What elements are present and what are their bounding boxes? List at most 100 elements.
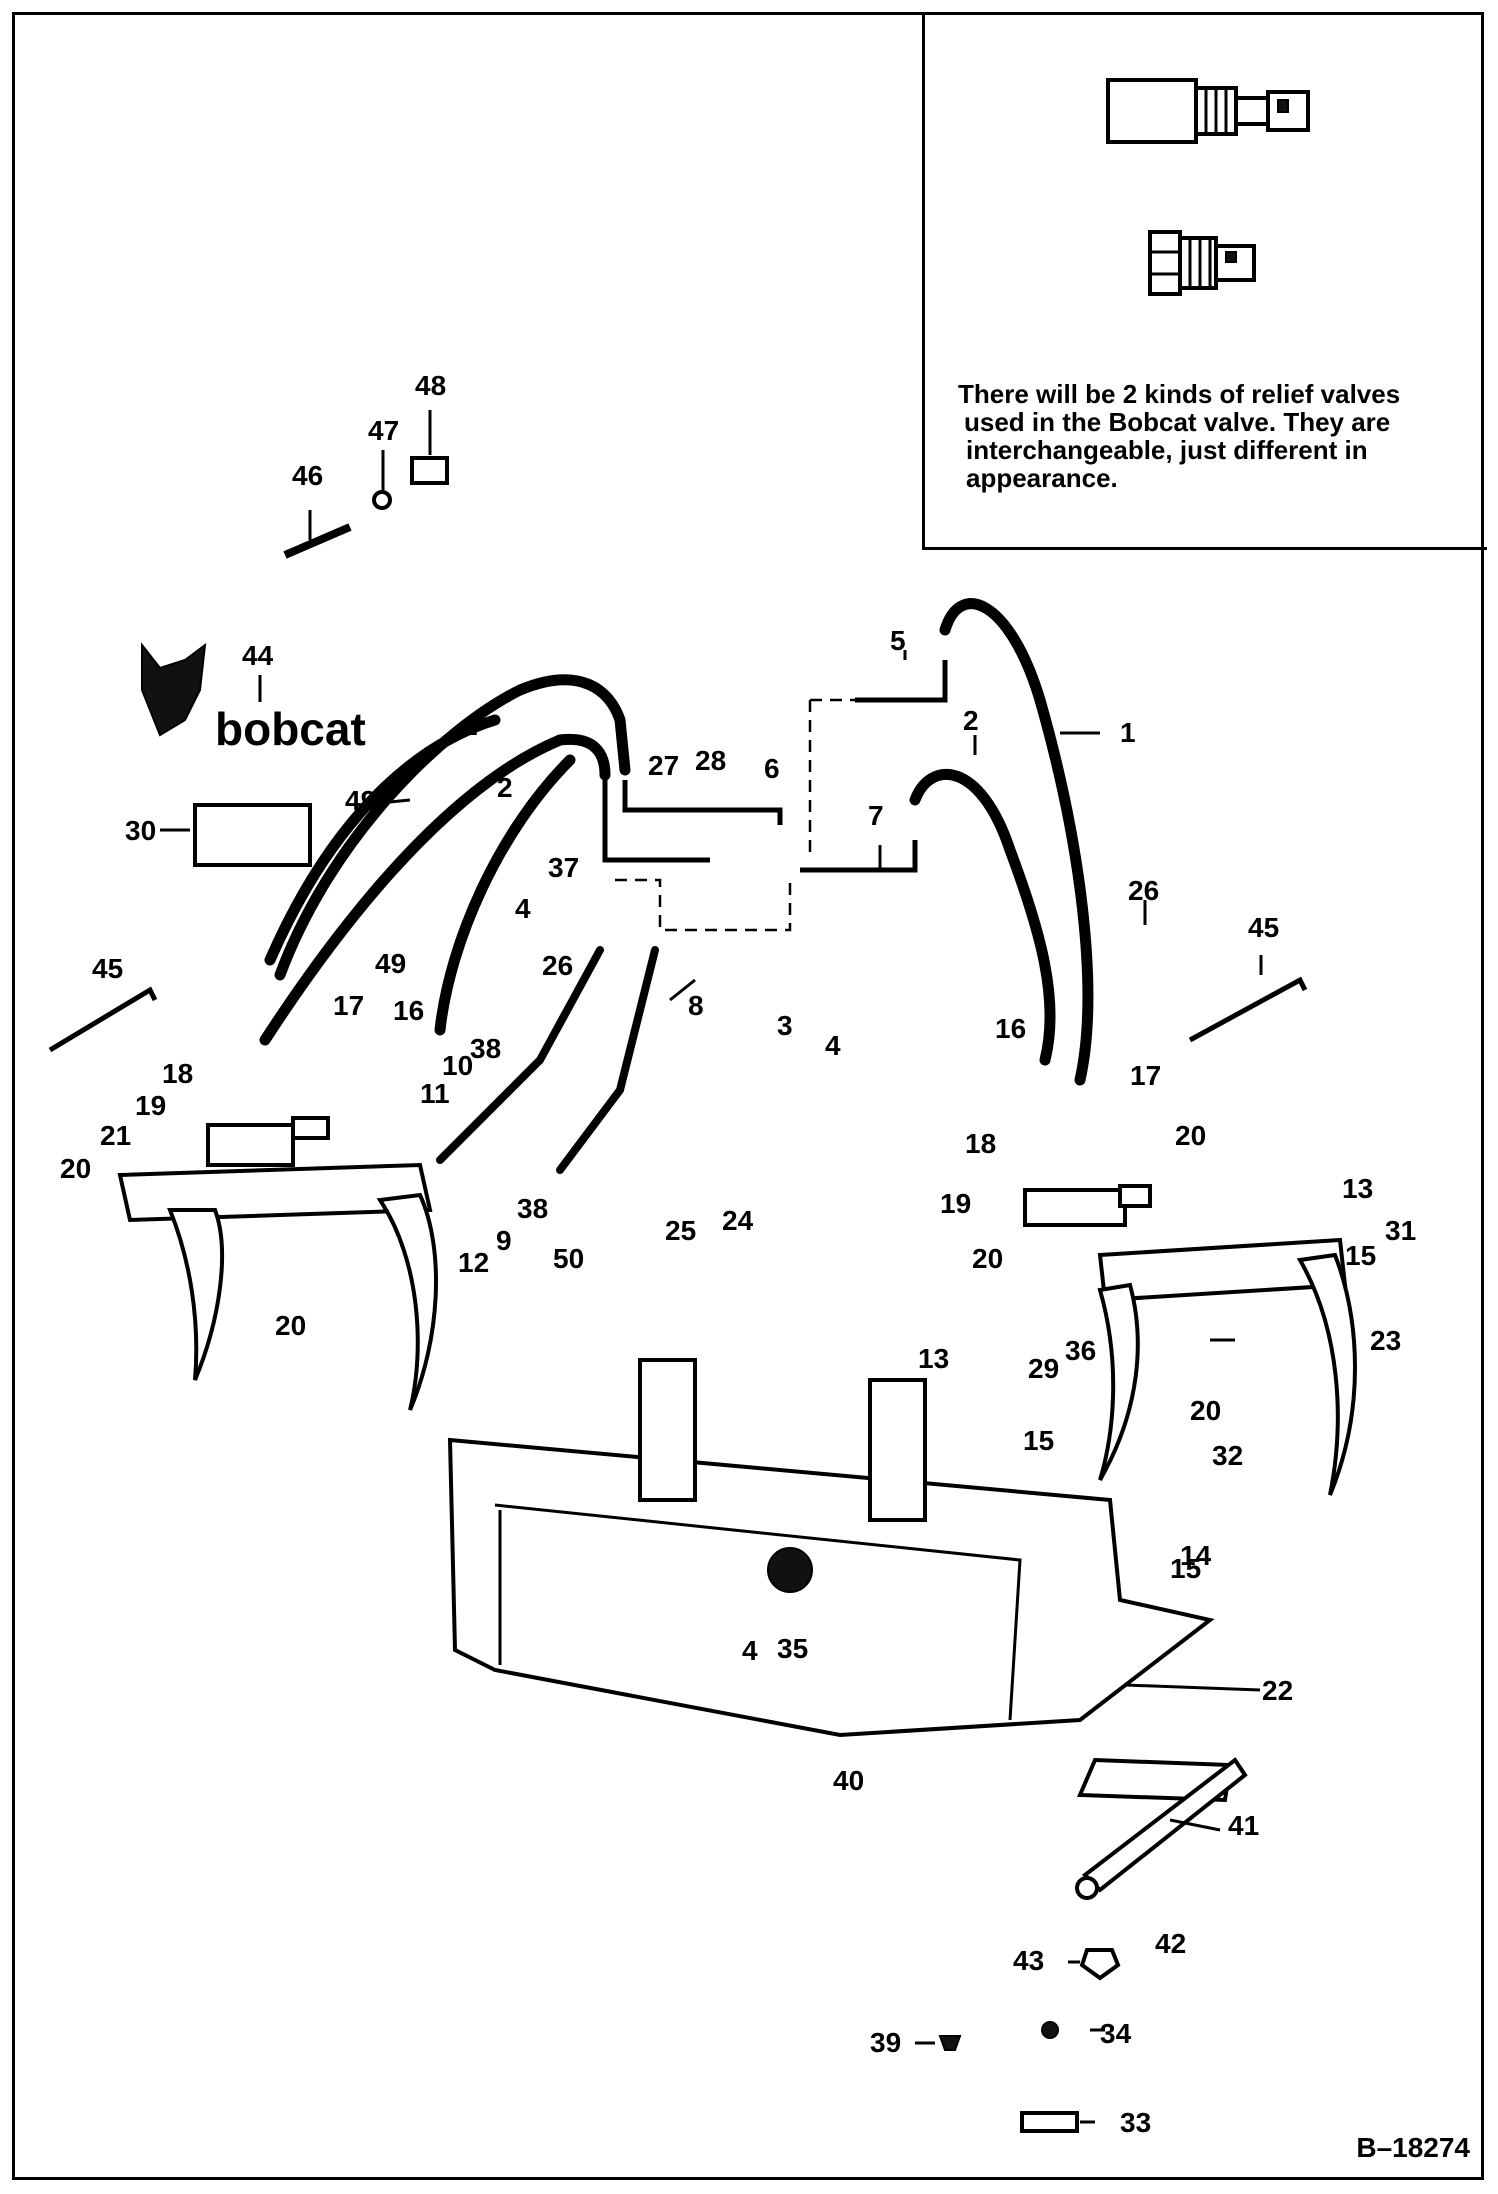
callout-29: 29 [1028, 1353, 1059, 1384]
bucket-body [447, 1437, 1215, 1738]
callout-24: 24 [722, 1205, 754, 1236]
plug-35 [767, 1547, 813, 1593]
callout-6: 6 [764, 753, 780, 784]
callout-33: 33 [1120, 2107, 1151, 2138]
callout-18-right: 18 [965, 1128, 996, 1159]
hydraulic-hoses [259, 598, 1094, 1174]
hose-49-left-lower [434, 754, 576, 1036]
cover-30 [193, 803, 312, 867]
callout-8: 8 [688, 990, 704, 1021]
callout-2-right: 2 [963, 705, 979, 736]
callout-17-right: 17 [1130, 1060, 1161, 1091]
callout-48: 48 [415, 370, 446, 401]
callout-30: 30 [125, 815, 156, 846]
callout-19-right: 19 [940, 1188, 971, 1219]
callout-32: 32 [1212, 1440, 1243, 1471]
hose-1-left [274, 674, 631, 981]
part-39 [938, 2035, 962, 2051]
callout-44: 44 [242, 640, 274, 671]
callout-38-b: 38 [517, 1193, 548, 1224]
callout-50: 50 [553, 1243, 584, 1274]
leader-lines [160, 410, 1263, 2124]
hose-1-right [939, 598, 1094, 1086]
bucket [447, 1358, 1233, 1803]
callout-15-c: 15 [1170, 1553, 1201, 1584]
relief-valve-note: There will be 2 kinds of relief valves u… [958, 380, 1468, 492]
callout-13-a: 13 [1342, 1173, 1373, 1204]
callout-23: 23 [1370, 1325, 1401, 1356]
callout-3: 3 [777, 1010, 793, 1041]
tubes-and-fittings [602, 660, 948, 932]
washer-47 [372, 490, 392, 510]
note-line-3: interchangeable, just different in [966, 435, 1368, 465]
hose-2-left [259, 733, 611, 1046]
cylinders [193, 803, 1152, 1227]
part-34 [1041, 2021, 1059, 2039]
callout-49-upper: 49 [345, 785, 376, 816]
hose-8-b [556, 946, 659, 1174]
callout-35: 35 [777, 1633, 808, 1664]
note-line-4: appearance. [966, 463, 1118, 493]
relief-valve-type-2 [1148, 230, 1256, 296]
callout-45-right: 45 [1248, 912, 1279, 943]
cutting-edge-22 [1077, 1757, 1233, 1803]
grapple-left-bar [117, 1162, 433, 1223]
callout-2-left: 2 [497, 772, 513, 803]
callout-42: 42 [1155, 1928, 1186, 1959]
callout-43: 43 [1013, 1945, 1044, 1976]
callout-11: 11 [420, 1078, 450, 1109]
callout-4-c: 4 [742, 1635, 758, 1666]
clamp-48 [410, 456, 449, 485]
callout-38-a: 38 [470, 1033, 501, 1064]
callout-1-left: 1 [462, 710, 478, 741]
figure-id: B–18274 [1356, 2132, 1470, 2163]
callout-39: 39 [870, 2027, 901, 2058]
callout-13-b: 13 [918, 1343, 949, 1374]
callout-5: 5 [890, 625, 906, 656]
callout-27: 27 [648, 750, 679, 781]
callout-21: 21 [100, 1120, 131, 1151]
callout-20-d: 20 [972, 1243, 1003, 1274]
callout-20-a: 20 [60, 1153, 91, 1184]
diagram-frame [12, 12, 1484, 2180]
callout-18-left: 18 [162, 1058, 193, 1089]
bolt-33 [1020, 2111, 1079, 2133]
callout-26-right: 26 [1128, 875, 1159, 906]
callout-31: 31 [1385, 1215, 1416, 1246]
note-line-1: There will be 2 kinds of relief valves [958, 379, 1401, 409]
u-bolt-45-right [1188, 976, 1308, 1043]
note-line-2: used in the Bobcat valve. They are [964, 407, 1391, 437]
callout-22: 22 [1262, 1675, 1293, 1706]
callout-9: 9 [496, 1225, 512, 1256]
callout-19-left: 19 [135, 1090, 166, 1121]
callout-49-lower: 49 [375, 948, 406, 979]
hose-2-right [909, 769, 1056, 1066]
callout-15-a: 15 [1345, 1240, 1376, 1271]
callout-28: 28 [695, 745, 726, 776]
callout-16-right: 16 [995, 1013, 1026, 1044]
part-callouts: 1 1 2 2 3 4 4 4 5 6 7 8 9 10 11 12 13 13… [60, 370, 1416, 2138]
callout-34: 34 [1100, 2018, 1132, 2049]
callout-1-right: 1 [1120, 717, 1136, 748]
callout-20-e: 20 [1190, 1395, 1221, 1426]
callout-45-left: 45 [92, 953, 123, 984]
callout-17-left: 17 [333, 990, 364, 1021]
callout-16-left: 16 [393, 995, 424, 1026]
relief-valve-callout-box [922, 15, 1487, 550]
callout-10: 10 [442, 1050, 473, 1081]
callout-4-a: 4 [515, 893, 531, 924]
callout-20-b: 20 [275, 1310, 306, 1341]
bobcat-logo: bobcat [141, 642, 366, 755]
callout-36: 36 [1065, 1335, 1096, 1366]
callout-26-left: 26 [542, 950, 573, 981]
callout-20-c: 20 [1175, 1120, 1206, 1151]
hose-8-a [436, 946, 604, 1164]
callout-47: 47 [368, 415, 399, 446]
callout-14: 14 [1180, 1540, 1212, 1571]
callout-41: 41 [1228, 1810, 1259, 1841]
hose-49-left-upper [264, 714, 501, 966]
callout-12: 12 [458, 1247, 489, 1278]
callout-40: 40 [833, 1765, 864, 1796]
callout-15-b: 15 [1023, 1425, 1054, 1456]
